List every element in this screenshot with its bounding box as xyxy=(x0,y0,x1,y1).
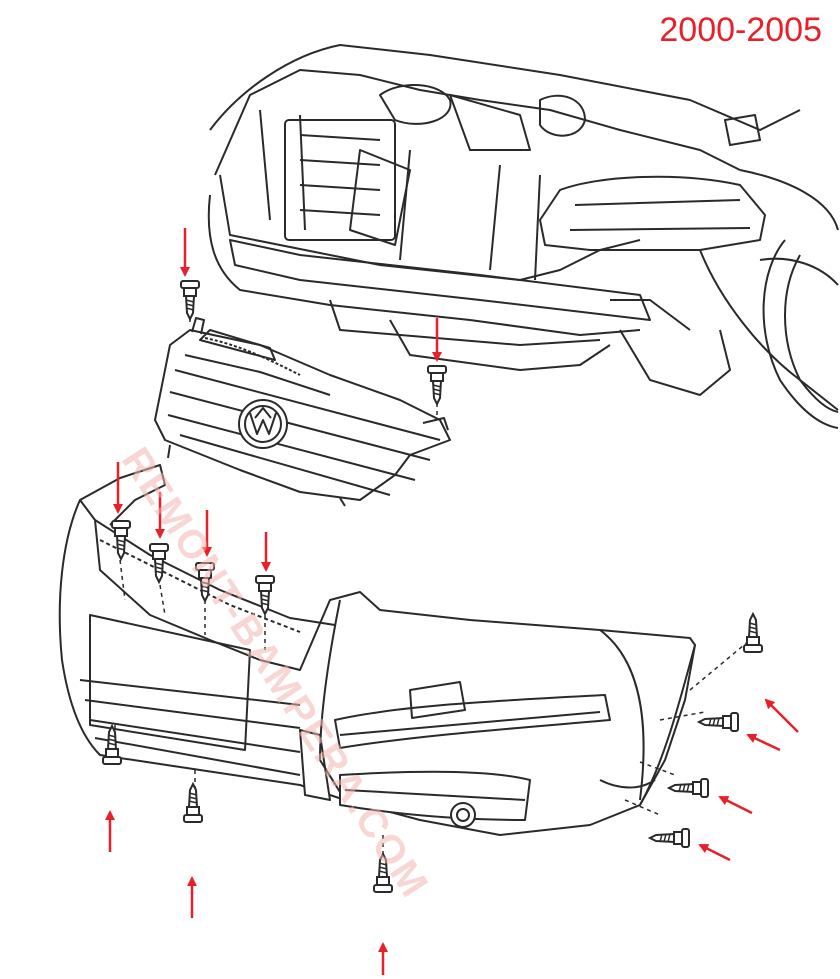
screw-icon xyxy=(698,712,739,732)
radiator-grille xyxy=(154,317,451,507)
screw-icon xyxy=(668,778,709,798)
screw-icon xyxy=(427,365,447,405)
screw-icon xyxy=(743,613,763,653)
arrow-icon xyxy=(718,795,753,815)
front-bumper xyxy=(58,464,696,836)
arrow-icon xyxy=(746,733,781,752)
arrow-icon xyxy=(764,698,799,733)
screw-icon xyxy=(183,783,203,823)
screw-icon xyxy=(180,280,200,320)
arrow-icon xyxy=(698,843,731,862)
year-range-label: 2000-2005 xyxy=(659,11,822,49)
indicator-arrows xyxy=(105,228,799,975)
screw-icon xyxy=(649,828,690,848)
car-front-frame xyxy=(207,44,839,429)
